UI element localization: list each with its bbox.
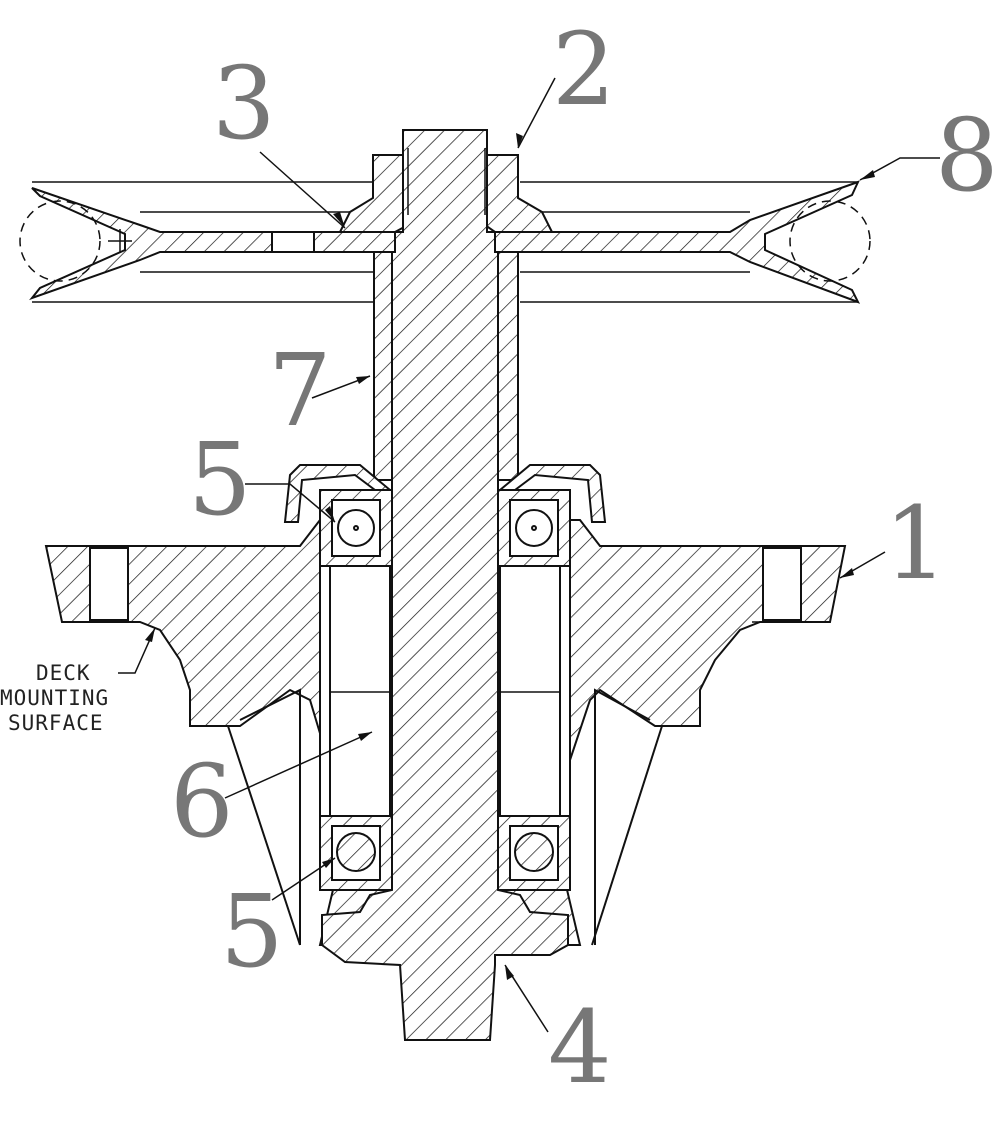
note-line-2: MOUNTING [0,686,109,710]
callout-6: 6 [170,743,234,860]
note-line-3: SURFACE [8,711,104,735]
sleeve [373,251,519,481]
callout-4: 4 [548,989,612,1106]
deck-mounting-note: DECK MOUNTING SURFACE [0,661,109,735]
lower-bearing [319,815,571,891]
pulley-hub [338,154,554,233]
leader-lines [118,77,940,1033]
pulley [19,180,871,304]
spacer-tube [329,565,561,817]
callout-5-upper: 5 [188,421,252,538]
callout-5-lower: 5 [220,873,284,990]
spindle-shaft [321,129,569,1041]
callout-8: 8 [935,97,999,214]
callout-7: 7 [268,332,332,449]
note-line-1: DECK [36,661,91,685]
callout-3: 3 [212,45,276,162]
callout-1: 1 [884,485,948,602]
callout-2: 2 [552,11,616,128]
